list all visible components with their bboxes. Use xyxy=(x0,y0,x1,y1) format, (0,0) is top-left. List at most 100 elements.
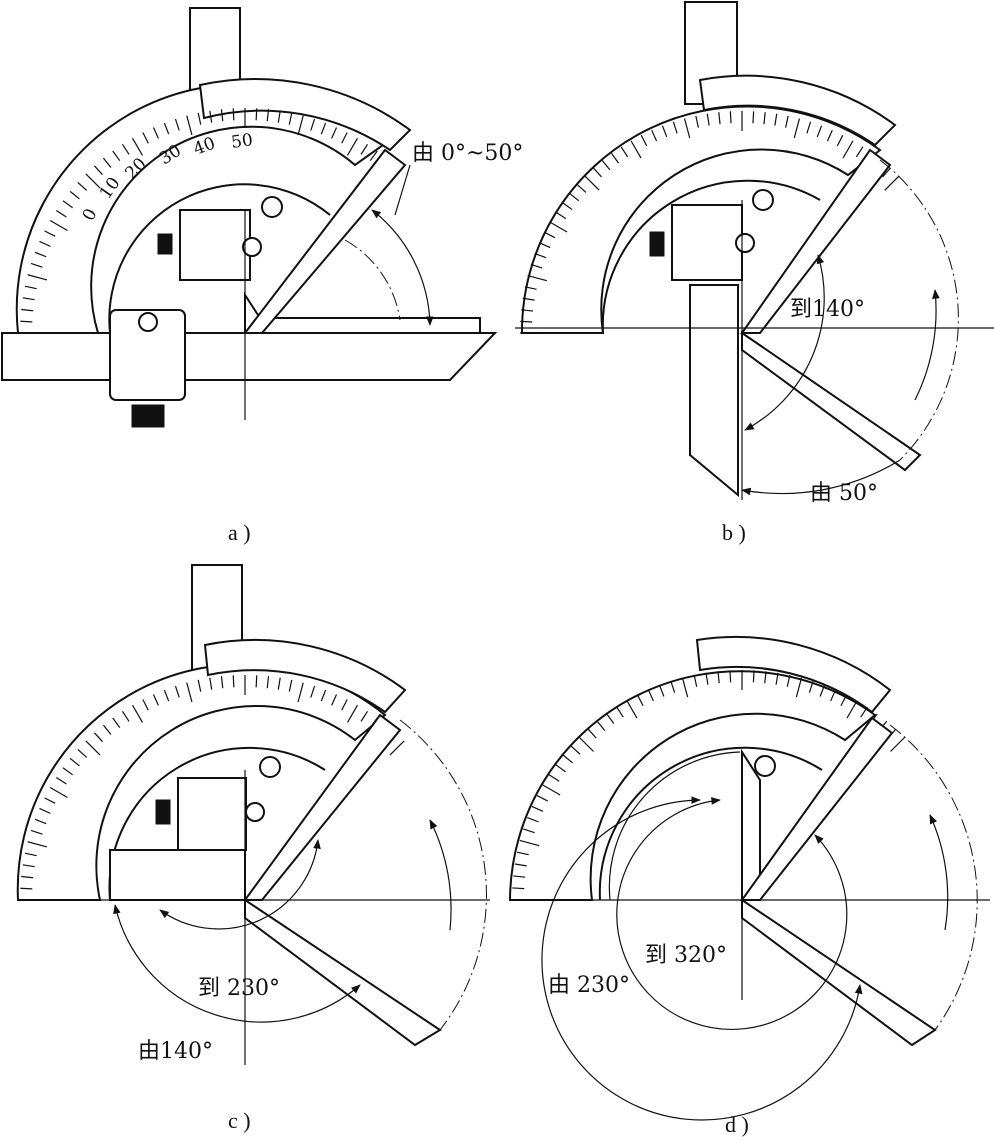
panel-b-to-arrow xyxy=(744,254,825,431)
scale-tick xyxy=(836,134,844,147)
scale-tick xyxy=(819,685,825,697)
scale-tick xyxy=(729,670,732,683)
scale-tick xyxy=(142,699,149,711)
scale-tick xyxy=(22,864,35,868)
panel-a-range-label: 由 0°~50° xyxy=(412,141,523,166)
scale-tick xyxy=(786,674,791,687)
scale-tick xyxy=(816,125,823,138)
panel-a: 0 10 20 30 40 50 由 0°~50° a ) xyxy=(1,7,523,545)
panel-b-screw-1 xyxy=(735,233,755,253)
scale-tick xyxy=(360,143,369,155)
scale-tick xyxy=(277,110,281,123)
panel-c-from-label: 由140° xyxy=(138,1039,213,1064)
scale-tick xyxy=(611,153,620,164)
scale-tick xyxy=(255,675,258,688)
scale-tick xyxy=(576,184,587,193)
scale-tick xyxy=(320,122,327,135)
panel-c-from-arrow xyxy=(113,904,361,1023)
scale-tick xyxy=(186,682,193,703)
panel-d-scale-ticks xyxy=(512,670,906,901)
scale-tick xyxy=(584,175,600,191)
scale-tick xyxy=(530,263,543,269)
panel-d-inner-arc xyxy=(598,746,823,901)
scale-tick xyxy=(174,685,180,698)
scale-tick xyxy=(661,125,668,138)
panel-c-main-scale xyxy=(16,663,387,901)
panel-b-knob xyxy=(649,231,665,257)
scale-tick xyxy=(519,839,540,847)
scale-tick xyxy=(93,732,103,743)
scale-tick xyxy=(346,704,359,723)
scale-tick xyxy=(163,689,170,702)
scale-tick xyxy=(536,795,549,802)
scale-tick xyxy=(266,109,270,122)
scale-tick xyxy=(706,113,710,126)
scale-tick xyxy=(527,817,539,823)
scale-tick xyxy=(601,160,611,171)
panel-d-main-scale xyxy=(508,670,877,901)
panel-b-caption: b ) xyxy=(722,520,746,545)
panel-d-outer-arrow xyxy=(929,814,949,931)
scale-tick xyxy=(69,190,80,200)
scale-tick xyxy=(555,764,566,773)
scale-tick xyxy=(30,262,43,268)
scale-tick xyxy=(310,685,316,698)
scale-tick xyxy=(693,674,698,687)
scale-tick xyxy=(752,111,755,124)
scale-tick xyxy=(521,309,534,312)
scale-tick xyxy=(534,252,547,259)
scale-tick xyxy=(112,150,121,162)
panel-c-lower-blade xyxy=(244,898,442,1047)
scale-tick xyxy=(49,786,68,799)
panel-d-to-arrow xyxy=(616,797,848,1030)
scale-tick xyxy=(587,728,597,739)
scale-tick xyxy=(606,713,615,724)
scale-tick xyxy=(549,221,568,233)
scale-tick xyxy=(840,694,847,707)
scale-tick xyxy=(22,297,35,301)
scale-tick xyxy=(389,740,405,756)
scale-tick xyxy=(842,140,854,159)
panel-d-from-arrow xyxy=(541,796,863,1121)
panel-c-screw-1 xyxy=(245,802,265,822)
panel-a-lower-clamp xyxy=(109,309,186,401)
panel-a-range-arrow xyxy=(371,209,434,326)
scale-tick xyxy=(764,671,767,684)
scale-tick xyxy=(55,776,67,785)
panel-a-base-rule xyxy=(1,332,498,381)
scale-tick xyxy=(524,286,537,290)
panel-b-outer-arrow xyxy=(914,289,940,401)
scale-tick xyxy=(542,784,561,796)
scale-tick xyxy=(683,118,691,139)
panel-d-vernier-plate xyxy=(695,635,892,714)
scale-tick xyxy=(763,112,766,125)
scale-tick xyxy=(266,676,270,689)
panel-b-from-label: 由 50° xyxy=(810,481,878,506)
panel-d-lower-blade xyxy=(741,898,937,1047)
scale-tick xyxy=(562,754,573,764)
panel-d: 到 320° 由 230° d ) xyxy=(508,635,990,1137)
scale-tick xyxy=(522,297,535,301)
scale-tick xyxy=(297,682,304,703)
scale-tick xyxy=(670,681,676,693)
scale-tick xyxy=(121,710,130,722)
scale-tick xyxy=(620,146,629,158)
panel-a-blade xyxy=(242,148,407,334)
scale-tick xyxy=(562,202,573,211)
scale-tick xyxy=(21,875,34,879)
panel-d-to-label: 到 320° xyxy=(645,943,727,968)
scale-tick xyxy=(85,740,101,756)
scale-tick xyxy=(555,211,567,220)
scale-tick xyxy=(514,863,527,867)
scale-tick xyxy=(651,129,658,142)
scale-tick xyxy=(616,706,624,718)
scale-tick xyxy=(209,110,213,123)
panel-a-inner-arc xyxy=(108,183,331,334)
scale-tick xyxy=(112,717,121,729)
panel-c-blade xyxy=(243,713,402,901)
scale-tick xyxy=(220,109,224,122)
scale-tick xyxy=(77,181,88,191)
scale-tick xyxy=(630,140,642,159)
scale-tick xyxy=(93,165,103,176)
scale-tick xyxy=(341,132,348,144)
